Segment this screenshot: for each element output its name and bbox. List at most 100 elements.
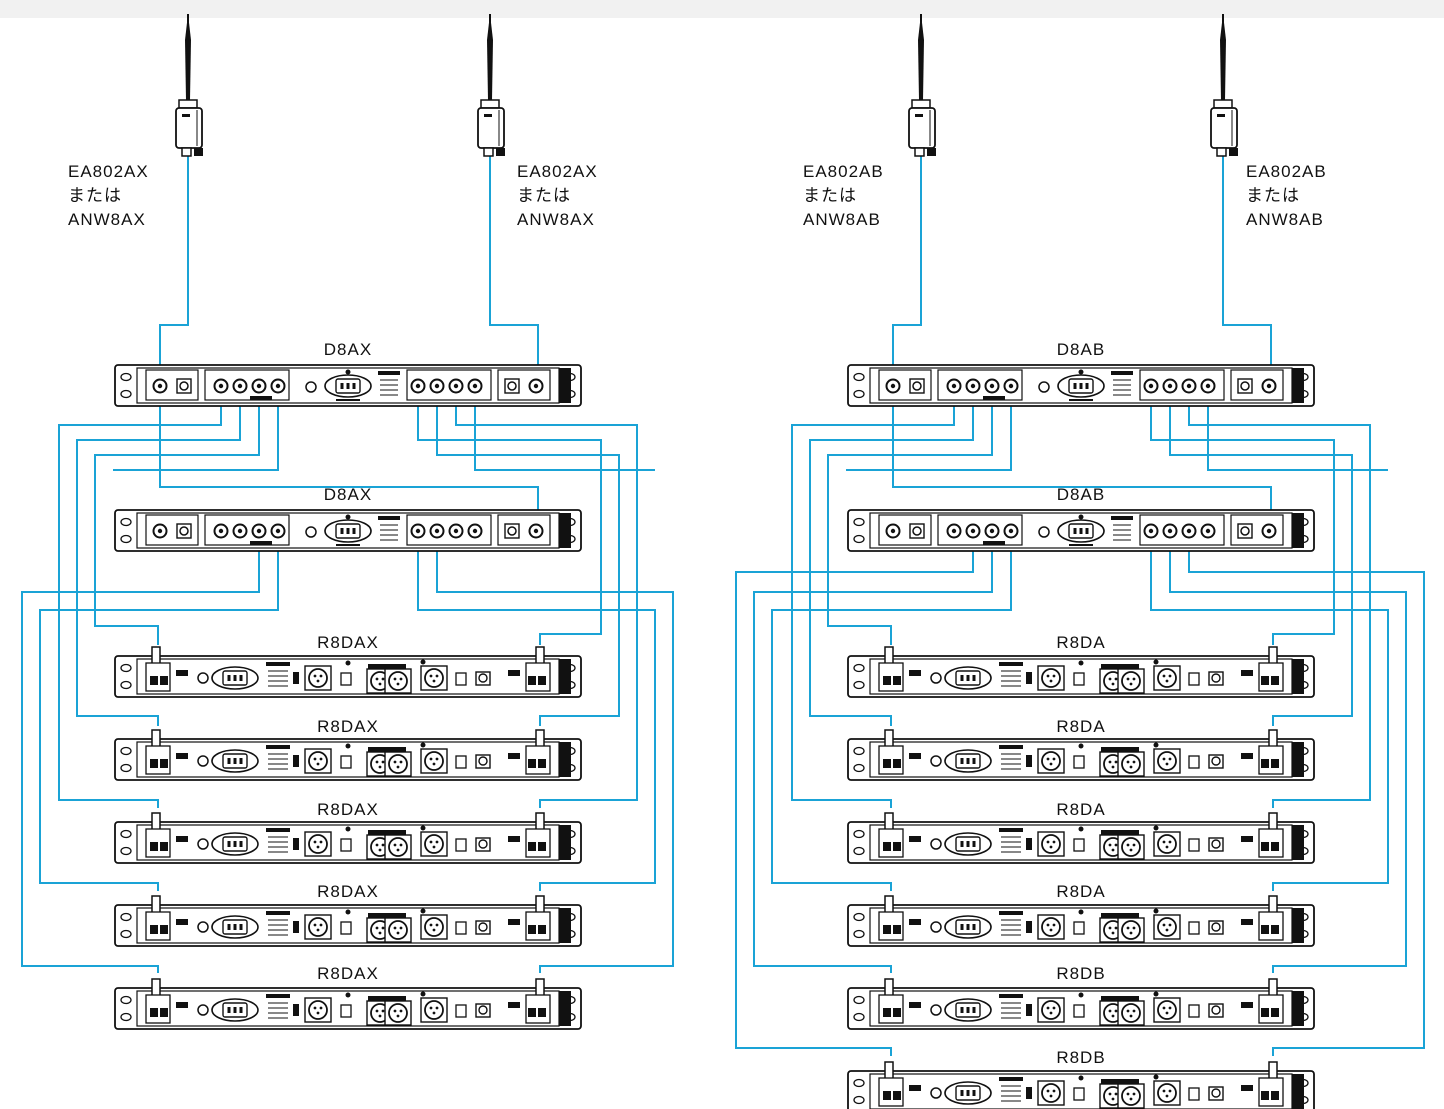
xlr-pin: [1115, 1010, 1118, 1013]
toggle-switch: [1189, 1005, 1199, 1017]
bnc-pin: [454, 529, 458, 533]
rack-screw: [346, 370, 351, 375]
power-pin: [228, 758, 231, 764]
receiver-label-right-3: R8DA: [1056, 800, 1105, 819]
channel-led: [1154, 992, 1159, 997]
xlr-pin: [1053, 758, 1056, 761]
channel-led: [1154, 1075, 1159, 1080]
antenna-connector-dark: [927, 148, 936, 156]
rack-ear-hole: [854, 536, 864, 543]
xlr-pin: [1163, 924, 1166, 927]
rack-handle: [1292, 368, 1304, 403]
switch-block: [176, 753, 188, 759]
distributor-left-2: [115, 510, 581, 551]
xlr-pin: [1130, 1098, 1133, 1101]
antenna-connector: [182, 148, 191, 156]
xlr-pin: [1166, 1012, 1169, 1015]
power-pin: [347, 528, 350, 534]
xlr-pin: [1130, 766, 1133, 769]
xlr-pin: [1166, 929, 1169, 932]
xlr-output: [309, 752, 327, 770]
toggle-switch: [1074, 839, 1084, 851]
display-window: [1101, 913, 1139, 918]
power-pin: [961, 1090, 964, 1096]
receiver-right-4: [848, 896, 1314, 946]
rack-ear-hole: [854, 831, 864, 838]
output-jack-ring: [1212, 923, 1220, 931]
ant-in-port: [160, 925, 168, 934]
xlr-pin: [400, 844, 403, 847]
xlr-output: [425, 835, 443, 853]
xlr-output: [1122, 1087, 1140, 1105]
bnc-pin: [990, 384, 994, 388]
receiver-right-2: [848, 730, 1314, 780]
xlr-pin: [1163, 758, 1166, 761]
xlr-output: [1122, 755, 1140, 773]
output-cable-right-4-stub: [846, 398, 1011, 470]
output-jack-ring: [1212, 1006, 1220, 1014]
bnc-pin: [952, 384, 956, 388]
rack-handle: [559, 908, 571, 943]
ant-in-port: [883, 676, 891, 685]
power-pin: [228, 841, 231, 847]
switch-small: [1026, 1087, 1032, 1099]
xlr-pin: [320, 924, 323, 927]
antenna-joint: [1214, 100, 1232, 108]
xlr-pin: [1133, 844, 1136, 847]
power-pin: [240, 841, 243, 847]
rack-screw: [346, 515, 351, 520]
output-jack-ring: [1212, 840, 1220, 848]
rack-screw: [1079, 827, 1084, 832]
power-pin: [234, 841, 237, 847]
display-window: [1101, 996, 1139, 1001]
output-bar: [250, 541, 272, 545]
toggle-switch: [456, 922, 466, 934]
dc-out-ring: [180, 527, 188, 535]
rack-handle: [1292, 991, 1304, 1026]
rack-screw: [346, 744, 351, 749]
xlr-pin: [430, 758, 433, 761]
ant-in-port: [160, 1008, 168, 1017]
rack-ear-hole: [854, 914, 864, 921]
rack-ear-hole: [854, 931, 864, 938]
receiver-left-5: [115, 979, 581, 1029]
bnc-pin: [1267, 529, 1271, 533]
power-pin: [973, 675, 976, 681]
xlr-pin: [320, 675, 323, 678]
xlr-pin: [397, 683, 400, 686]
rack-handle: [559, 991, 571, 1026]
dc-out-ring: [1241, 527, 1249, 535]
xlr-pin: [314, 1007, 317, 1010]
rack-handle: [559, 742, 571, 777]
display-window: [368, 913, 406, 918]
xlr-pin: [1112, 683, 1115, 686]
dc-out-ring: [913, 382, 921, 390]
model-badge: [999, 662, 1023, 666]
xlr-pin: [400, 761, 403, 764]
ground-terminal: [198, 673, 208, 683]
receiver-label-right-5: R8DB: [1056, 964, 1105, 983]
power-pin: [967, 1090, 970, 1096]
xlr-pin: [1127, 927, 1130, 930]
xlr-output: [389, 1004, 407, 1022]
xlr-pin: [397, 766, 400, 769]
xlr-pin: [1050, 763, 1053, 766]
model-badge: [266, 662, 290, 666]
xlr-pin: [436, 758, 439, 761]
xlr-pin: [1112, 1098, 1115, 1101]
power-pin: [234, 675, 237, 681]
switch-block: [176, 1002, 188, 1008]
ant-in-port: [538, 925, 546, 934]
display-window: [368, 747, 406, 752]
bnc-pin: [473, 384, 477, 388]
ground-terminal: [931, 1005, 941, 1015]
switch-small: [293, 755, 299, 767]
xlr-pin: [1112, 932, 1115, 935]
xlr-pin: [317, 846, 320, 849]
output-bar: [983, 396, 1005, 400]
xlr-pin: [433, 680, 436, 683]
ground-terminal: [198, 756, 208, 766]
ant-in-port: [528, 759, 536, 768]
model-badge: [1111, 516, 1133, 520]
ground-terminal: [306, 527, 316, 537]
